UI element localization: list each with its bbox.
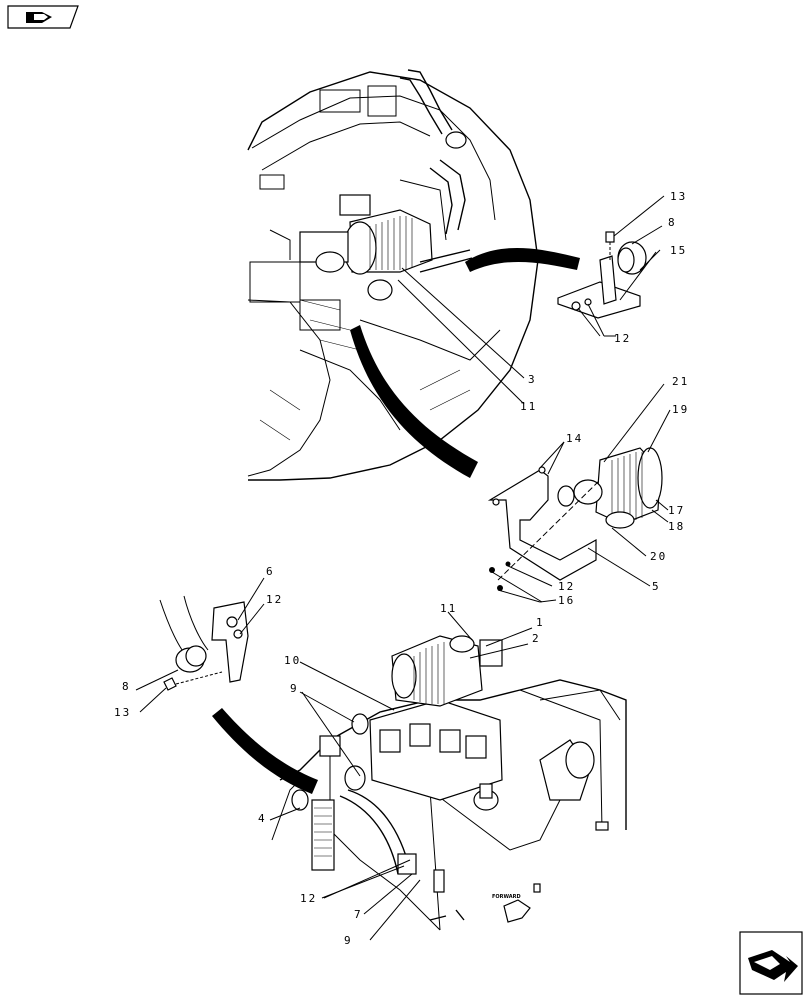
callout-13: 13 xyxy=(114,706,131,719)
callout-14: 14 xyxy=(566,432,583,445)
flow-arrow-lower xyxy=(212,708,318,794)
callout-19: 19 xyxy=(672,403,689,416)
callout-10: 10 xyxy=(284,654,301,667)
lower-machine-view: FORWARD xyxy=(271,635,627,931)
callout-12: 12 xyxy=(558,580,575,593)
callout-8: 8 xyxy=(122,680,131,693)
upper-machine-view xyxy=(247,69,539,481)
callout-6: 6 xyxy=(266,565,275,578)
callout-15: 15 xyxy=(670,244,687,257)
callout-13: 13 xyxy=(670,190,687,203)
callout-11: 11 xyxy=(440,602,457,615)
callout-11: 11 xyxy=(520,400,537,413)
callout-5: 5 xyxy=(652,580,661,593)
callout-20: 20 xyxy=(650,550,667,563)
forward-label: FORWARD xyxy=(492,894,521,900)
callout-8: 8 xyxy=(668,216,677,229)
callout-9: 9 xyxy=(344,934,353,947)
callout-21: 21 xyxy=(672,375,689,388)
callout-16: 16 xyxy=(558,594,575,607)
callout-2: 2 xyxy=(532,632,541,645)
callout-18: 18 xyxy=(668,520,685,533)
leader-lines xyxy=(135,195,671,941)
callout-9: 9 xyxy=(290,682,299,695)
flow-arrow-top-right xyxy=(465,247,580,272)
callout-12: 12 xyxy=(300,892,317,905)
callout-3: 3 xyxy=(528,373,537,386)
callout-7: 7 xyxy=(354,908,363,921)
next-page-arrow-icon[interactable] xyxy=(739,931,803,995)
callout-12: 12 xyxy=(266,593,283,606)
flow-arrow-top-down xyxy=(350,325,478,478)
book-arrow-icon[interactable] xyxy=(7,5,79,29)
callout-1: 1 xyxy=(536,616,545,629)
air-cleaner-exploded xyxy=(487,447,663,591)
callout-17: 17 xyxy=(668,504,685,517)
bracket-detail-upper xyxy=(557,231,647,319)
bracket-detail-lower xyxy=(159,595,249,691)
callout-12: 12 xyxy=(614,332,631,345)
callout-labels: 13 8 15 12 3 11 21 19 14 17 18 20 5 12 1… xyxy=(114,190,689,947)
callout-4: 4 xyxy=(258,812,267,825)
